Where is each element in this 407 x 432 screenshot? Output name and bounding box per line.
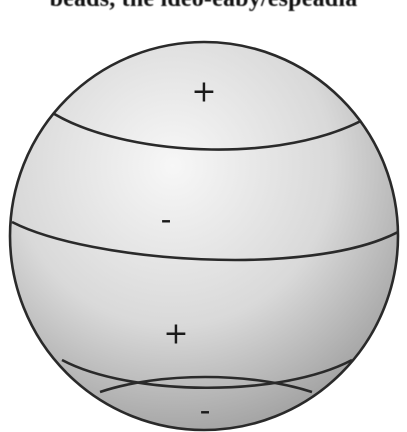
- sign-lower-band: +: [163, 317, 188, 352]
- sign-upper-band: -: [161, 203, 172, 238]
- sign-bottom-cap: -: [200, 394, 211, 429]
- sign-top-cap: +: [191, 75, 216, 110]
